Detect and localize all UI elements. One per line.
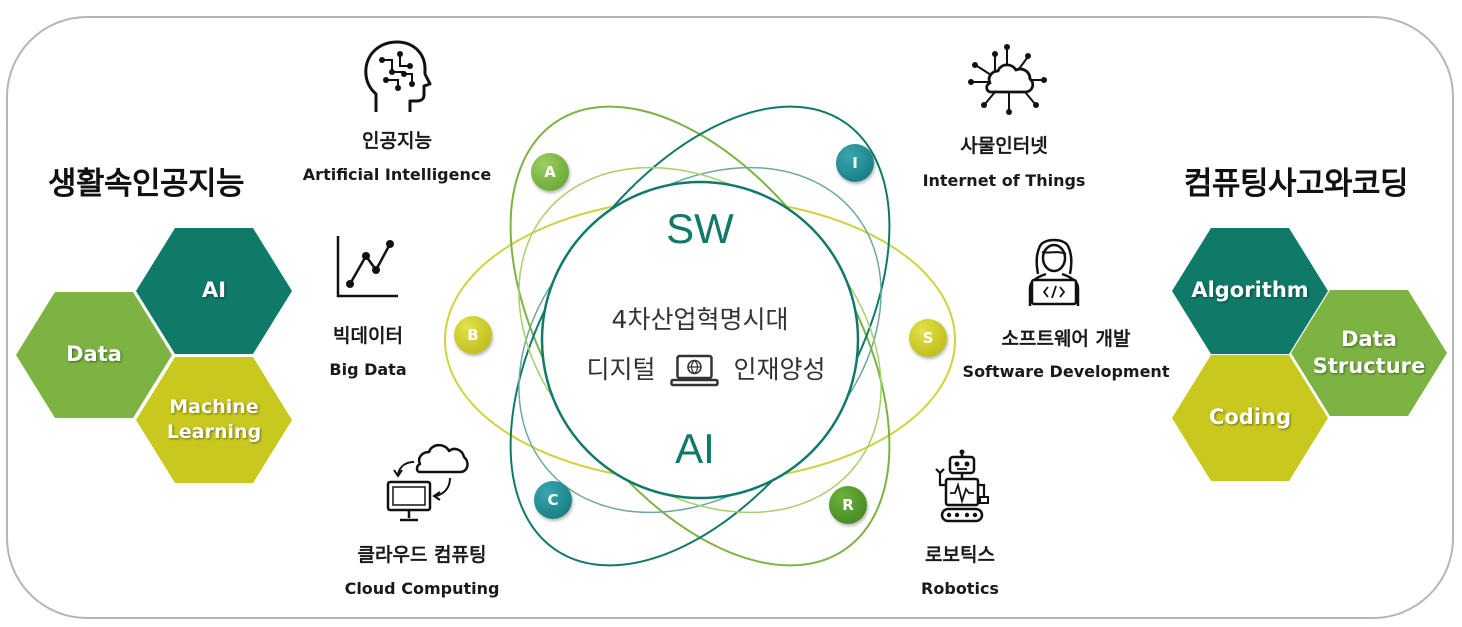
center-ai: AI [675, 425, 715, 472]
ai-label-ko: 인공지능 [362, 130, 432, 152]
hex-ai: AI [136, 228, 292, 354]
hex-machine-learning: Machine Learning [136, 357, 292, 483]
right-title: 컴퓨팅사고와코딩 [1183, 166, 1409, 202]
robotics-label-en: Robotics [921, 579, 999, 598]
sw-label-ko: 소프트웨어 개발 [1001, 328, 1131, 350]
badge-s: S [909, 319, 947, 357]
hex-data: Data [16, 292, 172, 418]
laptop-globe-icon [670, 354, 719, 387]
iot-label-en: Internet of Things [922, 171, 1086, 190]
badge-a: A [531, 153, 569, 191]
cloud-network-icon [968, 44, 1047, 115]
cloud-label-ko: 클라우드 컴퓨팅 [357, 544, 487, 566]
hex-coding: Coding [1172, 355, 1328, 481]
brain-circuit-icon [364, 40, 432, 112]
center-circle [540, 180, 860, 500]
cloud-label-en: Cloud Computing [344, 579, 500, 598]
center-sw: SW [666, 205, 734, 252]
iot-label-ko: 사물인터넷 [960, 135, 1048, 157]
center-line2-right: 인재양성 [733, 355, 826, 384]
robotics-label-ko: 로보틱스 [925, 544, 995, 566]
badge-r: R [829, 486, 867, 524]
hex-data-structure: Data Structure [1291, 290, 1447, 416]
line-graph-icon [336, 236, 398, 298]
center-line2-left: 디지털 [586, 355, 656, 384]
cloud-monitor-icon [386, 443, 469, 522]
bigdata-label-en: Big Data [329, 360, 407, 379]
center-line2: 디지털 인재양성 [586, 350, 826, 388]
badge-c: C [534, 481, 572, 519]
sw-label-en: Software Development [962, 362, 1170, 381]
developer-icon [1028, 238, 1080, 306]
badge-b: B [454, 316, 492, 354]
hex-algorithm: Algorithm [1172, 228, 1328, 354]
left-title: 생활속인공지능 [47, 166, 245, 202]
bigdata-label-ko: 빅데이터 [333, 325, 403, 347]
ai-label-en: Artificial Intelligence [302, 165, 492, 184]
badge-i: I [836, 144, 874, 182]
center-line1: 4차산업혁명시대 [611, 305, 789, 334]
robot-icon [935, 449, 989, 523]
